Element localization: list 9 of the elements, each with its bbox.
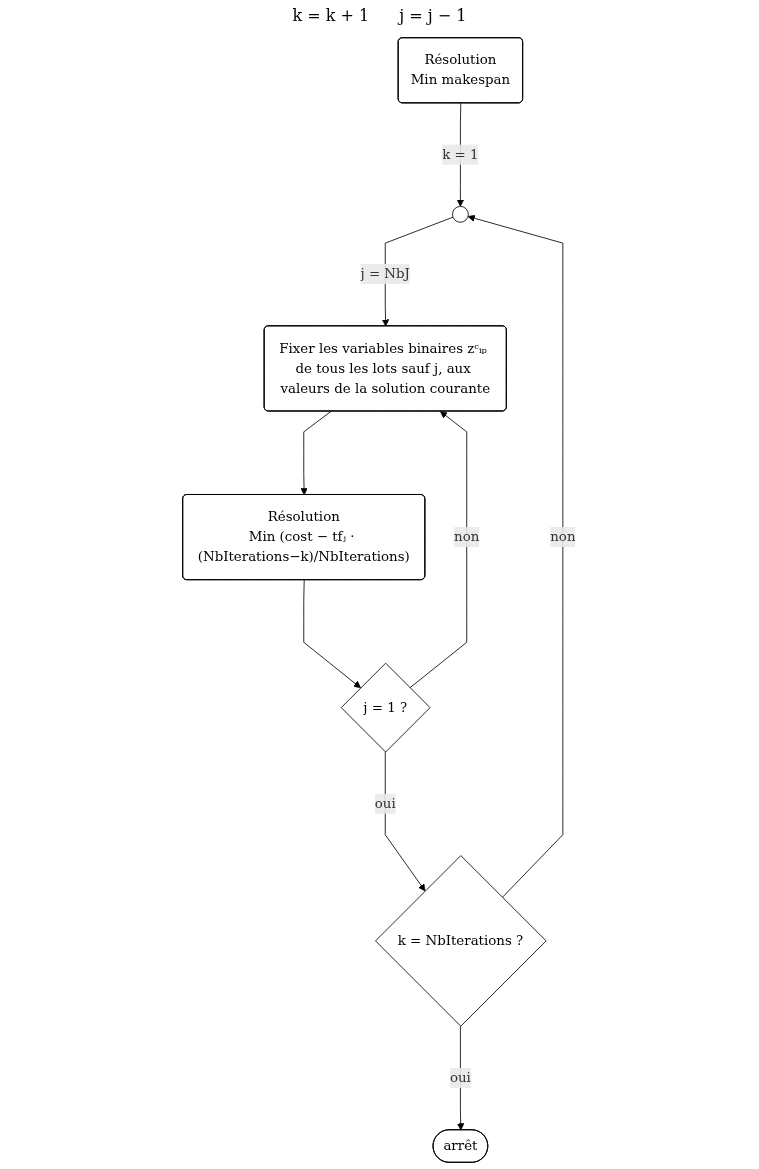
edge-label: non bbox=[550, 528, 576, 545]
node-circle bbox=[452, 205, 470, 223]
edge-label: k = 1 bbox=[442, 146, 479, 163]
edge-label: non bbox=[454, 528, 480, 545]
loop-label: j = j − 1 bbox=[399, 6, 467, 25]
edge-label: oui bbox=[450, 1069, 472, 1086]
loop-label: k = k + 1 bbox=[292, 6, 370, 25]
node-diamond: k = NbIterations ? bbox=[375, 855, 547, 1027]
edge-label: oui bbox=[375, 795, 397, 812]
